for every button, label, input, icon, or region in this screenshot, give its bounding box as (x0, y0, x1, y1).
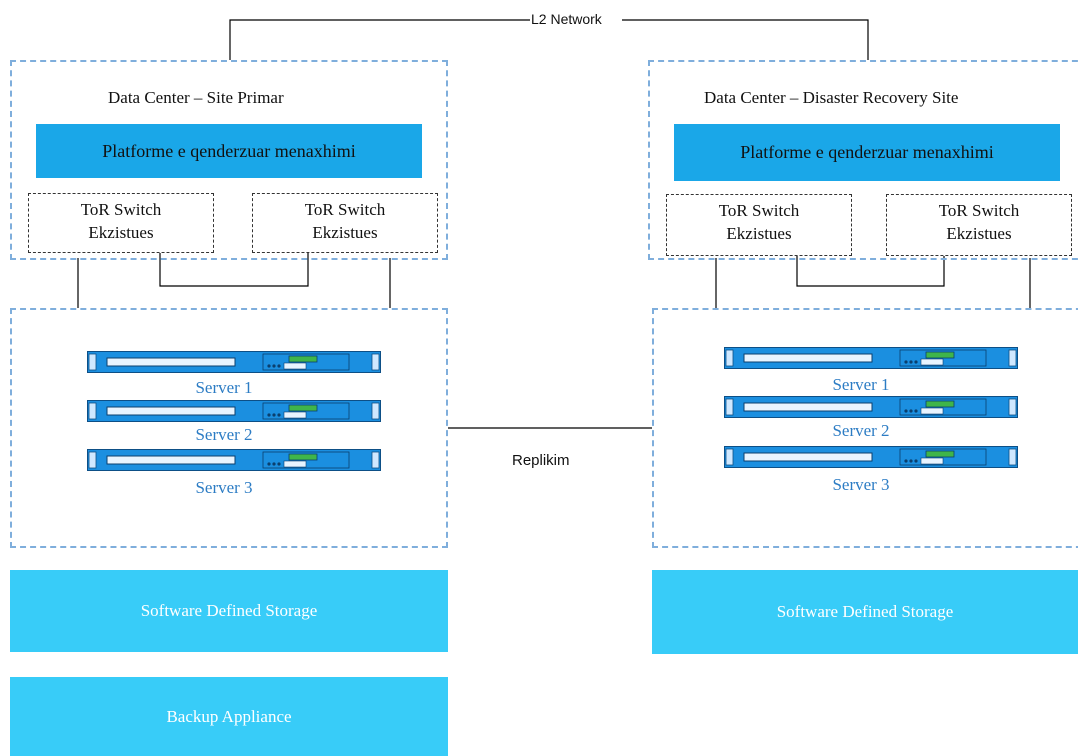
tor-switch-label: ToR Switch (718, 201, 800, 220)
server-1-label: Server 1 (195, 378, 253, 397)
dr-software-defined-storage: Software Defined Storage (652, 570, 1078, 654)
dr-tor-switch-2: ToR Switch Ekzistues (886, 194, 1072, 256)
tor-switch-sublabel: Ekzistues (312, 223, 378, 242)
replication-label: Replikim (512, 452, 570, 469)
tor-switch-sublabel: Ekzistues (726, 224, 792, 243)
primary-management-platform: Platforme e qenderzuar menaxhimi (36, 124, 422, 178)
server-1-icon (724, 347, 1018, 369)
l2-network-label: L2 Network (530, 11, 603, 27)
server-2-label: Server 2 (195, 425, 253, 444)
tor-switch-sublabel: Ekzistues (88, 223, 154, 242)
tor-switch-label: ToR Switch (304, 200, 386, 219)
primary-server-rack-box (10, 308, 448, 548)
dr-site-title: Data Center – Disaster Recovery Site (704, 88, 959, 107)
tor-switch-label: ToR Switch (80, 200, 162, 219)
server-3-icon (724, 446, 1018, 468)
primary-backup-appliance: Backup Appliance (10, 677, 448, 756)
primary-tor-switch-1: ToR Switch Ekzistues (28, 193, 214, 253)
server-3-label: Server 3 (195, 478, 253, 497)
dr-tor-switch-1: ToR Switch Ekzistues (666, 194, 852, 256)
server-3-label: Server 3 (832, 475, 890, 494)
dr-management-platform: Platforme e qenderzuar menaxhimi (674, 124, 1060, 181)
primary-datacenter-box (10, 60, 448, 260)
server-3-icon (87, 449, 381, 471)
primary-site-title: Data Center – Site Primar (108, 88, 284, 107)
server-2-icon (87, 400, 381, 422)
server-2-icon (724, 396, 1018, 418)
tor-switch-label: ToR Switch (938, 201, 1020, 220)
server-1-label: Server 1 (832, 375, 890, 394)
server-2-label: Server 2 (832, 421, 890, 440)
tor-switch-sublabel: Ekzistues (946, 224, 1012, 243)
server-1-icon (87, 351, 381, 373)
dr-server-rack-box (652, 308, 1078, 548)
primary-software-defined-storage: Software Defined Storage (10, 570, 448, 652)
primary-tor-switch-2: ToR Switch Ekzistues (252, 193, 438, 253)
dr-datacenter-box (648, 60, 1078, 260)
